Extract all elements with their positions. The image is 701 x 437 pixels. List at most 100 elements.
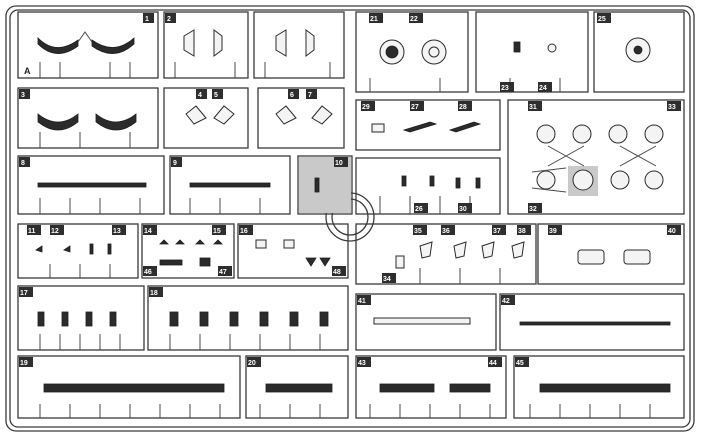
part-14 — [159, 239, 223, 245]
part-18 — [169, 311, 329, 327]
part-number-12: 12 — [51, 228, 59, 235]
part-45 — [539, 383, 671, 393]
part-30 — [455, 177, 481, 189]
part-6 — [275, 29, 315, 57]
part-number-7: 7 — [308, 92, 312, 99]
part-25 — [625, 37, 651, 63]
part-11 — [35, 245, 43, 253]
part-number-18: 18 — [150, 290, 158, 297]
part-48 — [305, 257, 331, 267]
part-33 — [547, 145, 657, 167]
part-32 — [531, 166, 598, 196]
part-number-11: 11 — [28, 228, 36, 235]
part-number-29: 29 — [362, 104, 370, 111]
part-28 — [448, 121, 482, 133]
part-26 — [401, 175, 435, 187]
part-42 — [519, 321, 671, 326]
part-number-10: 10 — [335, 160, 343, 167]
part-38 — [511, 241, 525, 259]
part-number-46: 46 — [144, 269, 152, 276]
sprue-outer-frame — [5, 5, 695, 432]
part-29 — [371, 123, 385, 133]
part-number-2: 2 — [167, 16, 171, 23]
part-13 — [89, 243, 112, 255]
part-17 — [37, 311, 117, 327]
part-number-21: 21 — [370, 16, 378, 23]
part-1 — [37, 31, 135, 54]
part-12 — [63, 245, 71, 253]
part-number-45: 45 — [516, 360, 524, 367]
part-43 — [379, 383, 435, 393]
part-number-41: 41 — [358, 298, 366, 305]
part-number-25: 25 — [598, 16, 606, 23]
part-41 — [373, 317, 471, 325]
part-22 — [421, 39, 447, 65]
part-36 — [453, 241, 467, 259]
part-31 — [536, 124, 664, 190]
part-number-27: 27 — [411, 104, 419, 111]
part-number-4: 4 — [198, 92, 202, 99]
part-39 — [577, 249, 605, 265]
part-number-20: 20 — [248, 360, 256, 367]
part-number-8: 8 — [21, 160, 25, 167]
part-number-43: 43 — [358, 360, 366, 367]
part-number-26: 26 — [415, 206, 423, 213]
part-number-44: 44 — [489, 360, 497, 367]
part-2 — [183, 29, 223, 57]
part-number-17: 17 — [20, 290, 28, 297]
part-8 — [37, 182, 147, 188]
part-number-33: 33 — [668, 104, 676, 111]
part-number-16: 16 — [240, 228, 248, 235]
part-20 — [265, 383, 333, 393]
part-number-13: 13 — [113, 228, 121, 235]
part-number-1: 1 — [145, 16, 149, 23]
part-number-28: 28 — [459, 104, 467, 111]
part-7 — [275, 105, 333, 125]
part-10 — [314, 177, 320, 193]
part-9 — [189, 182, 271, 188]
part-number-24: 24 — [539, 85, 547, 92]
part-19 — [43, 383, 225, 393]
part-number-6: 6 — [290, 92, 294, 99]
part-number-39: 39 — [549, 228, 557, 235]
part-44 — [449, 383, 491, 393]
part-47 — [199, 257, 211, 267]
sprue-gates — [39, 62, 651, 418]
part-number-34: 34 — [383, 276, 391, 283]
part-27 — [402, 121, 438, 133]
part-23 — [513, 41, 521, 53]
part-40 — [623, 249, 651, 265]
part-number-40: 40 — [668, 228, 676, 235]
sprue-cells — [17, 11, 685, 419]
part-24 — [547, 43, 557, 53]
part-number-35: 35 — [414, 228, 422, 235]
part-number-38: 38 — [518, 228, 526, 235]
part-number-31: 31 — [529, 104, 537, 111]
part-number-48: 48 — [333, 269, 341, 276]
part-21 — [379, 39, 405, 65]
part-5 — [185, 105, 235, 125]
part-number-30: 30 — [459, 206, 467, 213]
part-number-15: 15 — [213, 228, 221, 235]
part-number-47: 47 — [219, 269, 227, 276]
part-46 — [159, 259, 183, 266]
part-number-22: 22 — [410, 16, 418, 23]
part-3 — [37, 113, 137, 131]
part-16 — [255, 239, 295, 249]
part-number-32: 32 — [529, 206, 537, 213]
part-number-19: 19 — [20, 360, 28, 367]
part-number-14: 14 — [144, 228, 152, 235]
sprue-letter-label: A — [24, 66, 31, 76]
part-number-tags: 1 2 3 4 5 6 7 8 9 10 11 12 13 14 15 16 1… — [19, 13, 681, 367]
part-number-3: 3 — [21, 92, 25, 99]
part-37 — [481, 241, 495, 259]
part-number-42: 42 — [502, 298, 510, 305]
part-35 — [419, 241, 433, 259]
part-number-37: 37 — [493, 228, 501, 235]
part-number-9: 9 — [173, 160, 177, 167]
part-number-5: 5 — [214, 92, 218, 99]
part-34 — [395, 255, 405, 269]
part-number-36: 36 — [442, 228, 450, 235]
part-number-23: 23 — [501, 85, 509, 92]
